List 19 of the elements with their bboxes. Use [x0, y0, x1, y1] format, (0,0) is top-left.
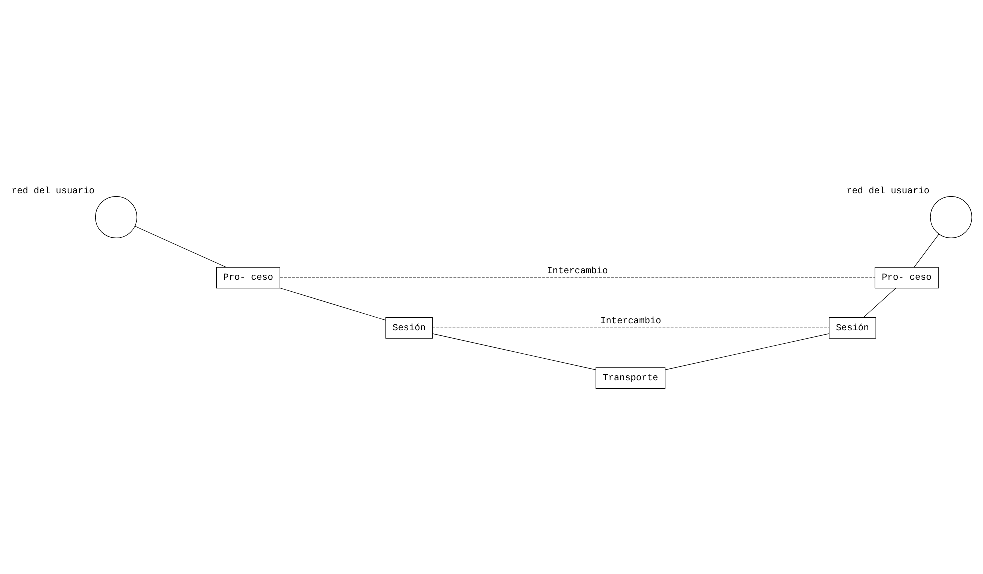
connector	[280, 277, 876, 278]
node-box: Pro- ceso	[216, 266, 280, 288]
connector	[914, 234, 940, 268]
connector	[432, 333, 596, 370]
node-label: red del usuario	[12, 185, 95, 196]
connector	[863, 288, 896, 318]
connector	[280, 287, 386, 320]
node-box: Transporte	[596, 367, 666, 388]
node-box: Sesión	[829, 316, 876, 338]
connector	[665, 333, 830, 370]
edge-label: Intercambio	[547, 264, 608, 276]
node-circle	[930, 196, 972, 238]
connector	[432, 327, 830, 328]
edge-label: Intercambio	[600, 314, 662, 326]
node-box: Pro- ceso	[874, 266, 939, 288]
node-box: Sesión	[386, 316, 433, 338]
node-circle	[95, 196, 138, 238]
connector	[135, 226, 227, 268]
node-label: red del usuario	[846, 185, 930, 196]
